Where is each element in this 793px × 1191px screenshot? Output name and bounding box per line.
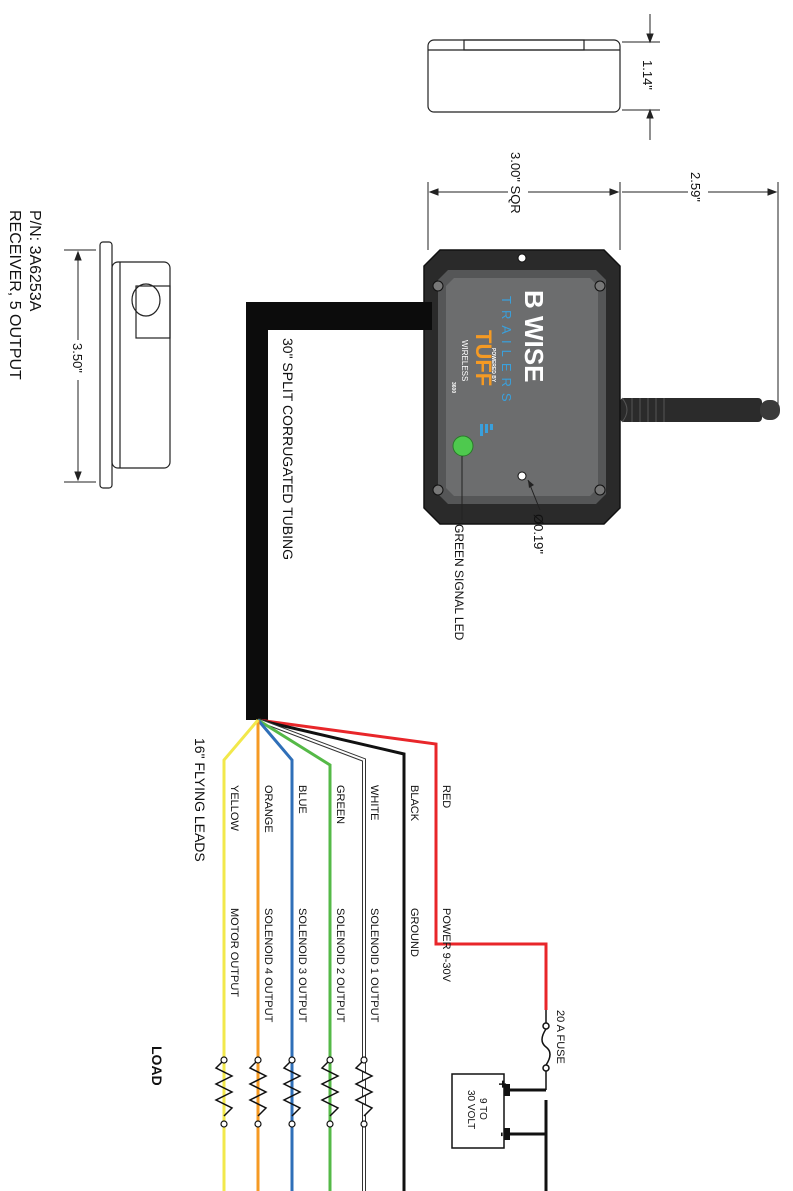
depth-label: 2.59" <box>688 172 703 202</box>
brand-bottom: TRAILERS <box>499 296 514 408</box>
top-view <box>427 39 621 113</box>
wire-blue-label: BLUE <box>296 785 308 814</box>
side-view <box>99 241 171 489</box>
wire-orange-label: ORANGE <box>262 785 274 833</box>
powered-by: POWERED BY <box>490 348 496 383</box>
battery-voltage-line1: 9 TO <box>477 1098 488 1120</box>
fuse <box>541 1010 551 1090</box>
brand-top: B WISE <box>519 290 549 382</box>
height-label: 1.14" <box>640 60 655 90</box>
wire-white-function: SOLENOID 1 OUTPUT <box>368 908 380 1023</box>
model-number: 3600 <box>450 382 456 393</box>
battery-voltage-line2: 30 VOLT <box>465 1090 476 1129</box>
wire-yellow-function: MOTOR OUTPUT <box>228 908 240 997</box>
battery-plus: + <box>495 1080 511 1088</box>
load-resistors <box>214 1059 374 1117</box>
load-terminals <box>220 1056 368 1128</box>
flying-leads-label: 16" FLYING LEADS <box>192 738 208 862</box>
height-dimension <box>622 14 660 140</box>
tubing-label: 30" SPLIT CORRUGATED TUBING <box>280 338 296 560</box>
antenna <box>620 397 780 423</box>
wire-black-function: GROUND <box>408 908 420 957</box>
receiver-device <box>423 249 621 525</box>
wire-green-label: GREEN <box>334 785 346 824</box>
wire-orange-function: SOLENOID 4 OUTPUT <box>262 908 274 1023</box>
side-length-label: 3.50" <box>70 343 85 373</box>
mount-hole-bottom <box>517 471 527 481</box>
wire-red-function: POWER 9-30V <box>440 908 452 983</box>
wire-black-label: BLACK <box>408 785 420 822</box>
battery <box>451 1073 548 1191</box>
load-label: LOAD <box>149 1046 165 1086</box>
flying-leads <box>222 718 548 1191</box>
signal-bars-icon <box>480 424 493 436</box>
wire-white-label: WHITE <box>368 785 380 820</box>
battery-minus: - <box>495 1132 511 1137</box>
green-led <box>452 435 474 457</box>
square-label: 3.00" SQR <box>508 152 523 214</box>
wireless-logo: WIRELESS <box>460 340 469 381</box>
tuff-logo: TUFF <box>471 330 496 386</box>
wire-yellow-label: YELLOW <box>228 785 240 831</box>
part-number: P/N: 3A6253A <box>26 210 43 312</box>
wire-red-label: RED <box>440 785 452 808</box>
wire-blue-function: SOLENOID 3 OUTPUT <box>296 908 308 1023</box>
corrugated-tubing <box>246 302 432 720</box>
wire-green-function: SOLENOID 2 OUTPUT <box>334 908 346 1023</box>
hole-diameter-label: Ø0.19" <box>531 514 546 554</box>
part-description: RECEIVER, 5 OUTPUT <box>6 210 23 380</box>
fuse-label: 20 A FUSE <box>554 1010 566 1064</box>
led-label: GREEN SIGNAL LED <box>452 524 466 641</box>
mount-hole-top <box>517 253 527 263</box>
